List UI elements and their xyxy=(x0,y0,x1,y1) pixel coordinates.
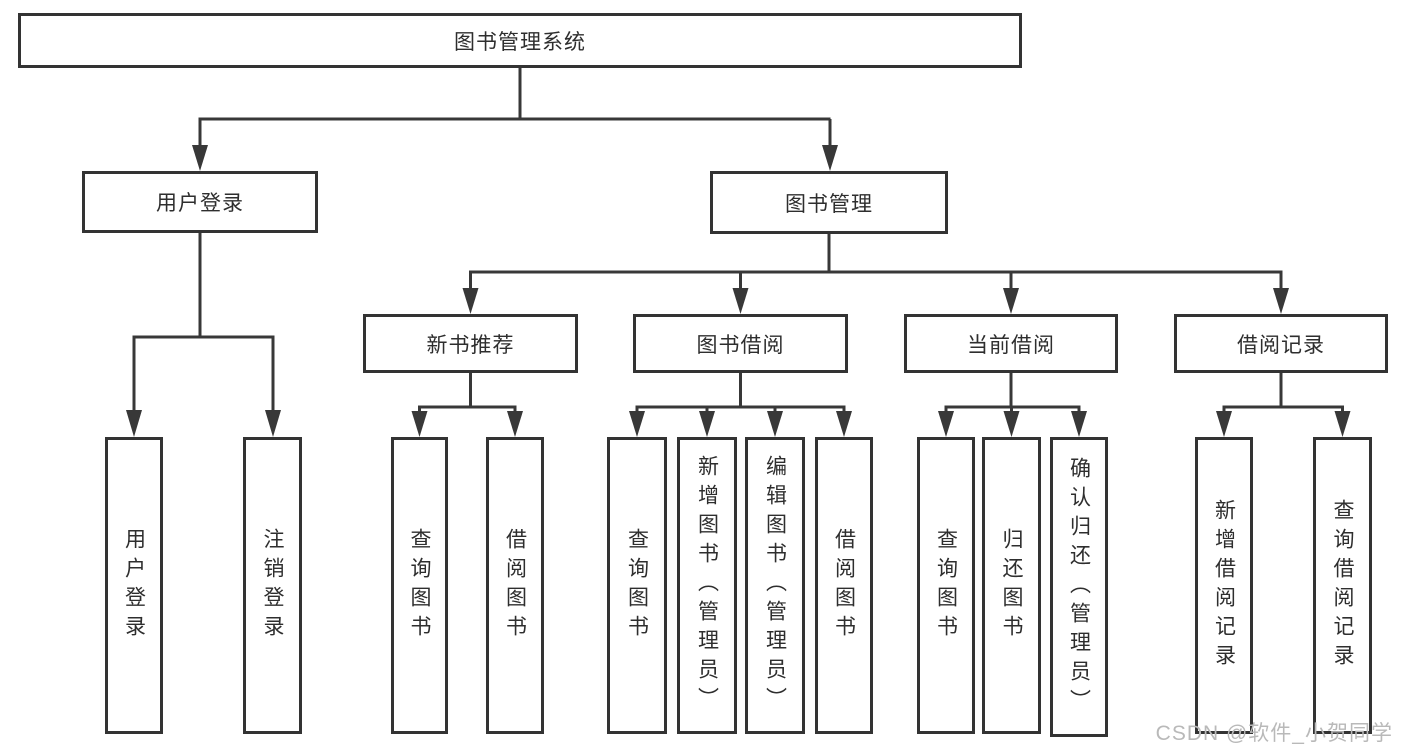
node-leaf-return-books: 归还图书 xyxy=(982,437,1041,734)
node-leaf-add-borrow-record: 新增借阅记录 xyxy=(1195,437,1253,734)
node-label: 图书借阅 xyxy=(696,333,785,357)
node-leaf-user-login: 用户登录 xyxy=(105,437,163,734)
node-label: 查询借阅记录 xyxy=(1331,498,1354,673)
node-leaf-query-books-recommend: 查询图书 xyxy=(391,437,448,734)
node-leaf-edit-books-admin: 编辑图书（管理员） xyxy=(745,437,805,734)
node-borrow-records: 借阅记录 xyxy=(1174,314,1388,373)
node-label: 用户登录 xyxy=(122,527,146,644)
node-leaf-query-borrow-record: 查询借阅记录 xyxy=(1313,437,1372,734)
node-book-borrowing: 图书借阅 xyxy=(633,314,848,373)
node-leaf-query-books-borrowing: 查询图书 xyxy=(607,437,667,734)
node-label: 新书推荐 xyxy=(426,333,515,357)
node-label: 借阅记录 xyxy=(1237,333,1325,357)
node-current-borrowing: 当前借阅 xyxy=(904,314,1118,373)
node-label: 图书管理系统 xyxy=(454,30,586,54)
node-label: 新增图书（管理员） xyxy=(695,455,719,716)
node-new-book-recommend: 新书推荐 xyxy=(363,314,578,373)
node-label: 用户登录 xyxy=(156,192,244,215)
node-label: 归还图书 xyxy=(1000,527,1023,644)
node-leaf-confirm-return-admin: 确认归还（管理员） xyxy=(1050,437,1108,737)
node-leaf-add-books-admin: 新增图书（管理员） xyxy=(677,437,737,734)
node-leaf-borrow-books-recommend: 借阅图书 xyxy=(486,437,544,734)
node-label: 查询图书 xyxy=(625,527,649,644)
node-label: 确认归还（管理员） xyxy=(1067,456,1091,718)
node-user-login: 用户登录 xyxy=(82,171,318,233)
node-label: 新增借阅记录 xyxy=(1212,498,1236,673)
node-leaf-query-books-current: 查询图书 xyxy=(917,437,975,734)
node-label: 注销登录 xyxy=(261,527,284,644)
node-label: 查询图书 xyxy=(408,527,431,644)
node-label: 借阅图书 xyxy=(832,527,856,644)
node-label: 查询图书 xyxy=(934,527,958,644)
node-leaf-borrow-books: 借阅图书 xyxy=(815,437,873,734)
node-label: 编辑图书（管理员） xyxy=(763,455,787,716)
node-label: 当前借阅 xyxy=(967,333,1055,357)
node-label: 图书管理 xyxy=(785,192,873,216)
watermark-text: CSDN @软件_小贺同学 xyxy=(1155,722,1393,745)
node-book-management-system: 图书管理系统 xyxy=(18,13,1022,68)
node-book-management: 图书管理 xyxy=(710,171,948,234)
node-label: 借阅图书 xyxy=(503,527,527,644)
node-leaf-logout: 注销登录 xyxy=(243,437,302,734)
